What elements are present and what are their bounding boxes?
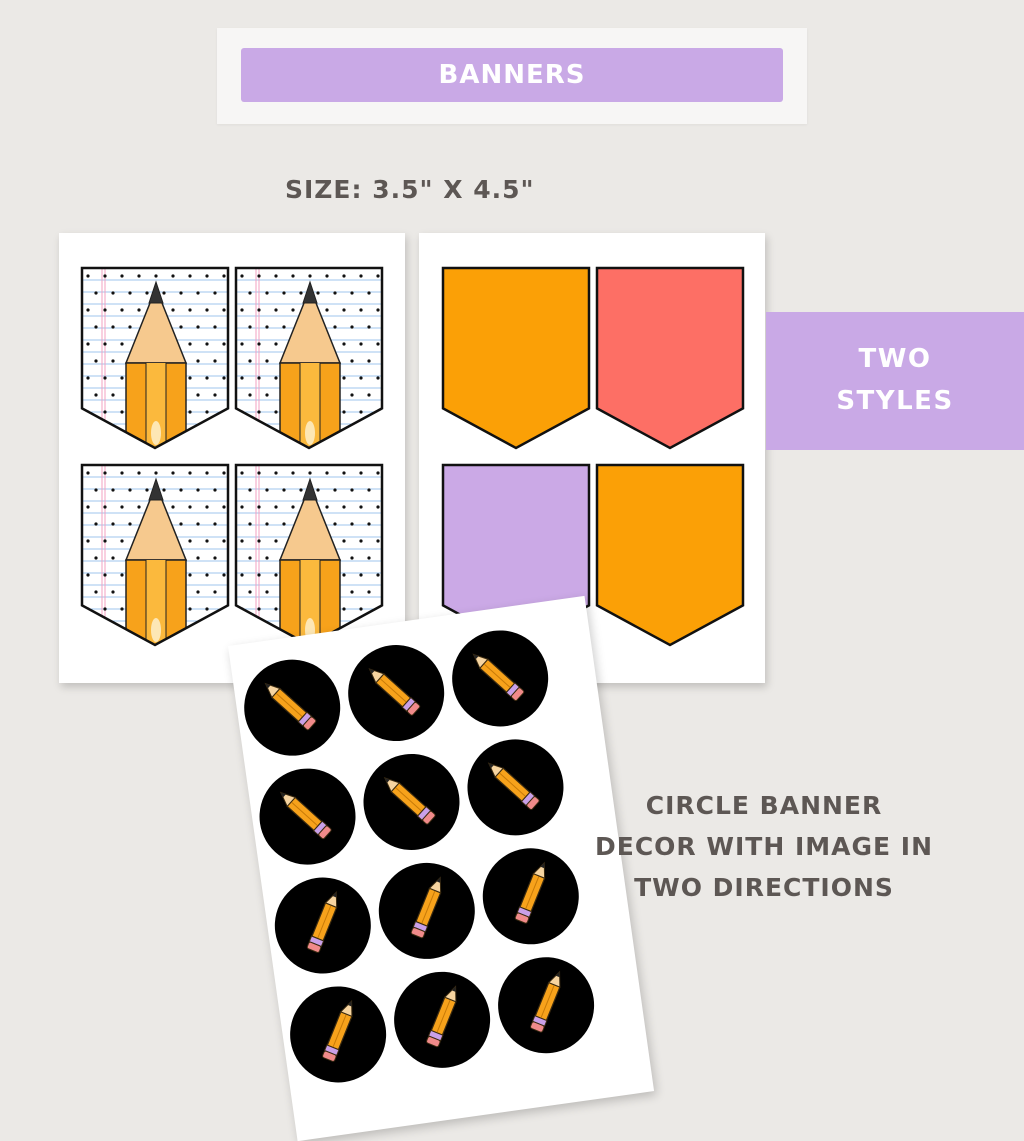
circle-banner [244, 659, 341, 756]
color-banner-sheet-art [441, 266, 745, 647]
pencil-icon [124, 477, 188, 645]
page-title: BANNERS [438, 60, 586, 90]
pencil-icon [514, 861, 546, 924]
pencil-icon [472, 653, 525, 702]
two-styles-line1: TWO [858, 344, 932, 375]
circle-banner [378, 862, 475, 959]
pencil-banner [80, 266, 230, 450]
header-bar: BANNERS [241, 48, 783, 102]
color-banner [595, 463, 745, 647]
two-styles-badge: TWO STYLES [766, 312, 1024, 450]
pencil-icon [278, 477, 342, 645]
circle-banner [290, 986, 387, 1083]
circle-banner [259, 768, 356, 865]
circle-banner [452, 630, 549, 727]
circle-banner [363, 753, 460, 850]
circle-banner [467, 739, 564, 836]
color-banner-sheet [419, 233, 765, 683]
pencil-icon [487, 762, 540, 810]
pencil-icon [306, 890, 338, 953]
circle-caption-line2: DECOR WITH IMAGE IN [595, 832, 933, 861]
two-styles-line2: STYLES [836, 386, 954, 416]
circle-caption-line3: TWO DIRECTIONS [634, 873, 894, 902]
pencil-banner [234, 266, 384, 450]
circle-banner [348, 645, 445, 742]
circle-banner [498, 957, 595, 1054]
pencil-icon [279, 791, 332, 840]
pencil-icon [368, 668, 421, 716]
pencil-banner-sheet [59, 233, 405, 683]
pencil-icon [278, 280, 342, 448]
color-banner [441, 266, 591, 450]
pencil-icon [264, 682, 317, 731]
pencil-banner-sheet-art [80, 266, 384, 647]
color-banner [595, 266, 745, 450]
circle-banner [394, 971, 491, 1068]
circle-banner [482, 848, 579, 945]
circle-caption-line1: CIRCLE BANNER [645, 791, 883, 820]
circle-caption: CIRCLE BANNER DECOR WITH IMAGE IN TWO DI… [575, 785, 953, 908]
size-label: SIZE: 3.5" X 4.5" [285, 175, 535, 204]
pencil-icon [383, 777, 436, 825]
pencil-icon [410, 876, 442, 939]
circle-banner [274, 877, 371, 974]
pencil-banner [80, 463, 230, 647]
header-box: BANNERS [217, 28, 807, 124]
